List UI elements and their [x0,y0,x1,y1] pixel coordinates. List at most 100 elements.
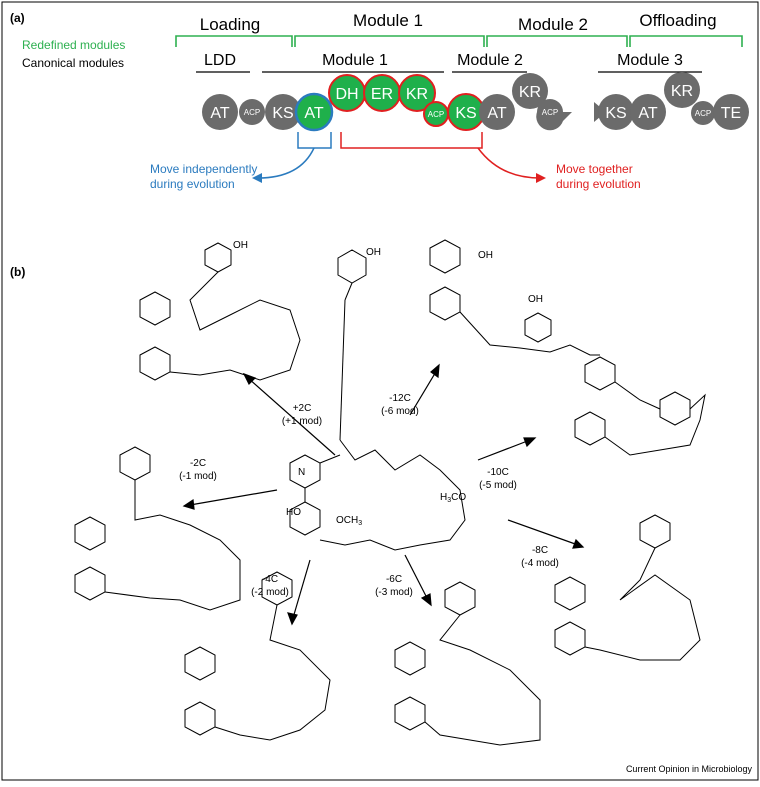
domain-kr-1 [398,74,436,112]
move-independent-line1: Move independently [150,162,257,176]
header-module-2: Module 2 [518,15,588,34]
label-minus2-line2: (-1 mod) [179,471,217,482]
molecule-left [74,446,241,611]
molecule-bottom-center [184,571,331,741]
domain-acp-4-label: ACP [695,109,711,118]
label-minus2-line1: -2C [190,458,206,469]
arrowhead-minus10 [523,437,537,448]
domain-ks-1 [265,94,301,130]
center-ho: HO [286,507,301,518]
label-minus8-line2: (-4 mod) [521,558,559,569]
domain-acp-3-label: ACP [542,108,558,117]
blue-arrow [257,147,315,179]
label-minus10-line1: -10C [487,467,509,478]
arrow-minus12 [409,369,438,416]
arrowhead-minus12 [430,363,440,379]
header-module-1: Module 1 [353,11,423,30]
blue-arrowhead [252,173,262,183]
canonical-ldd: LDD [204,52,236,69]
panel-a-label: (a) [10,11,25,25]
label-minus4-line1: -4C [262,574,278,585]
domain-acp-1 [239,99,265,125]
label-minus4-line2: (-2 mod) [251,587,289,598]
center-oh: OH [366,247,381,258]
domain-kr-2-label: KR [519,84,541,101]
arrow-minus4 [292,559,311,619]
panel-b-label: (b) [10,265,25,279]
domain-at-1-label: AT [210,105,229,122]
domain-acp-4 [691,101,715,125]
domain-te-label: TE [721,105,741,122]
arrowhead-plus2 [242,372,257,386]
domain-er-label: ER [371,86,393,103]
arrowhead-minus6 [420,593,432,607]
canonical-module-1: Module 1 [322,52,388,69]
center-n: N [298,467,305,478]
molecule-top-right [429,239,600,356]
domain-acp-1-label: ACP [244,108,260,117]
domain-dh-label: DH [335,86,358,103]
redefined-brackets [175,35,743,47]
label-minus10-line2: (-5 mod) [479,480,517,491]
domain-acp-3 [536,99,572,131]
domain-at-1 [202,94,238,130]
domain-acp-2-label: ACP [428,110,444,119]
arrow-plus2 [247,377,336,456]
center-och3: OCH3 [336,515,362,527]
domain-te [713,94,749,130]
label-plus2-line2: (+1 mod) [282,416,322,427]
molecule-bottom-right [394,581,541,746]
label-minus8-line1: -8C [532,545,548,556]
arrowhead-minus8 [572,538,585,549]
label-minus12-line2: (-6 mod) [381,406,419,417]
molecule-lower-right [554,514,701,661]
domain-at-3-label: AT [638,105,657,122]
blue-bracket [297,132,332,149]
domain-ks-1-label: KS [272,105,293,122]
domain-ks-3-label: KS [605,105,626,122]
arrow-minus10 [477,439,531,461]
header-loading: Loading [200,15,261,34]
arrow-minus8 [507,519,579,546]
domain-kr-2 [512,73,548,109]
reaction-arrows [182,363,585,626]
label-plus2-line1: +2C [293,403,312,414]
domain-at-blue [294,92,334,132]
molecule-right [574,356,706,456]
domain-kr-3 [664,72,700,108]
arrow-labels: +2C (+1 mod) -12C (-6 mod) -10C (-5 mod)… [179,393,559,598]
domain-at-2-label: AT [487,105,506,122]
label-minus6-line2: (-3 mod) [375,587,413,598]
domain-at-2 [479,94,515,130]
arrowhead-minus2 [182,498,195,510]
top-left-oh: OH [233,240,248,251]
credit-line: Current Opinion in Microbiology [626,764,753,774]
arrowhead-minus4 [287,612,298,626]
redefined-modules-label: Redefined modules [22,38,125,52]
domain-at-3 [630,94,666,130]
red-arrowhead [536,173,546,183]
molecule-top-left [139,242,301,381]
arrow-minus6 [404,554,429,601]
domain-ks-3 [598,94,634,130]
domain-at-blue-label: AT [304,105,323,122]
domain-ks-red-label: KS [455,105,476,122]
move-together-line1: Move together [556,162,633,176]
domain-kr-1-label: KR [406,86,428,103]
red-arrow [477,147,541,179]
label-minus12-line1: -12C [389,393,411,404]
molecule-center [289,249,466,551]
red-bracket [340,132,483,149]
top-right-oh-2: OH [528,294,543,305]
canonical-modules-label: Canonical modules [22,56,124,70]
center-h3co: H3CO [440,492,466,504]
arrow-minus2 [189,489,278,506]
domain-row: AT ACP KS AT DH ER KR ACP KS AT KR ACP K… [202,72,749,132]
label-minus6-line1: -6C [386,574,402,585]
canonical-module-3: Module 3 [617,52,683,69]
move-together-line2: during evolution [556,177,641,191]
top-right-oh: OH [478,250,493,261]
